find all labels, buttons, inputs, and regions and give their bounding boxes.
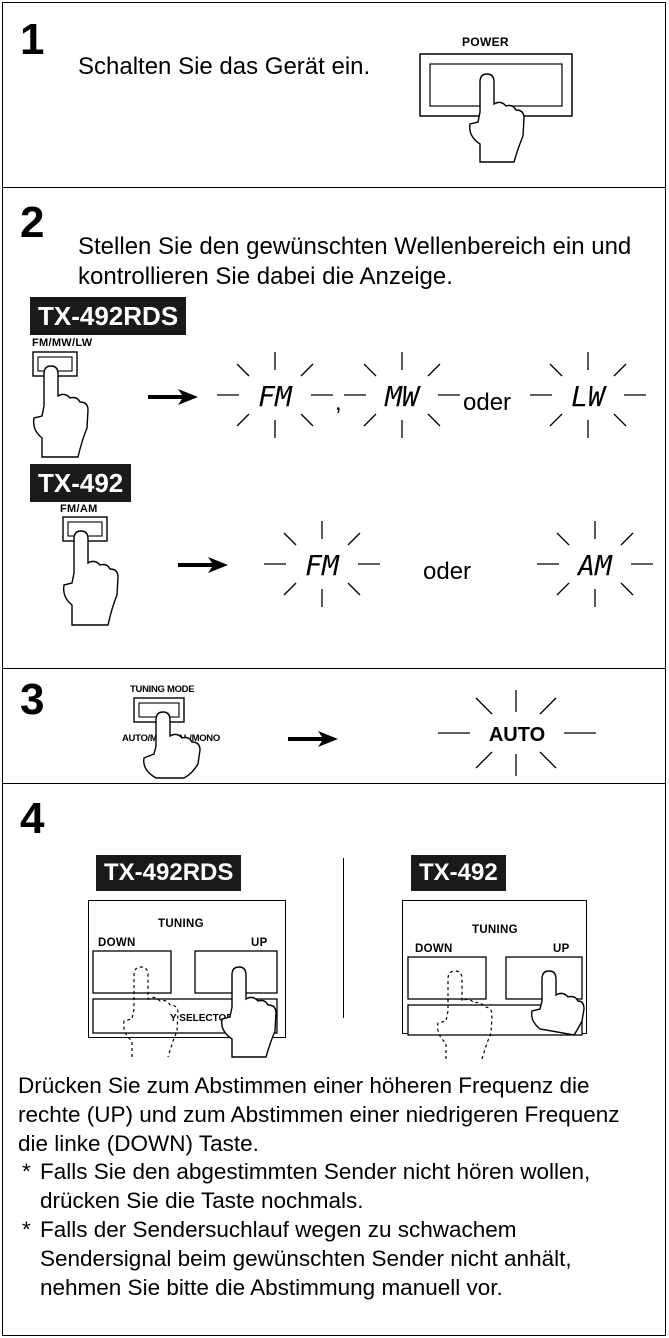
down-button-b	[407, 956, 487, 1000]
tuning-mode-label: TUNING MODE	[130, 684, 195, 695]
power-label: POWER	[462, 35, 509, 49]
tuning-panel-a	[88, 900, 286, 1038]
hand-pointer-icon	[469, 73, 525, 163]
note-1-line1: Falls Sie den abgestimmten Sender nicht …	[40, 1159, 591, 1184]
arrow-right-icon	[148, 389, 198, 405]
tuning-label-b: TUNING	[472, 924, 518, 936]
tuning-label-a: TUNING	[158, 918, 204, 930]
up-label-b: UP	[553, 943, 570, 955]
display-fm-blink: FM	[217, 352, 333, 438]
display-lw-blink: LW	[530, 352, 646, 438]
model-badge-tx492rds-step4: TX-492RDS	[96, 855, 242, 891]
hand-pointer-icon	[143, 711, 201, 779]
hand-pointer-icon	[32, 365, 89, 458]
hand-dashed-icon	[437, 970, 493, 1060]
step-3-number: 3	[20, 675, 45, 724]
model-badge-tx492-step4: TX-492	[411, 855, 506, 891]
tuning-buttons-b	[407, 956, 585, 1060]
note-star: *	[22, 1159, 31, 1184]
step-2-text-line2: kontrollieren Sie dabei die Anzeige.	[78, 263, 453, 290]
step-2-text-line1: Stellen Sie den gewünschten Wellenbereic…	[78, 233, 632, 260]
note-2-cont-1: Sendersignal beim gewünschten Sender nic…	[22, 1245, 652, 1275]
comma: ,	[335, 389, 342, 416]
step-4-para-line3: die linke (DOWN) Taste.	[18, 1131, 259, 1156]
display-text: FM	[258, 380, 293, 413]
display-text: FM	[305, 549, 340, 582]
note-1-cont: drücken Sie die Taste nochmals.	[22, 1187, 652, 1217]
power-button-illustration	[419, 53, 573, 163]
down-button-a	[92, 950, 172, 994]
down-label-a: DOWN	[98, 937, 136, 949]
note-2-line3: nehmen Sie bitte die Abstimmung manuell …	[40, 1275, 503, 1300]
hand-dashed-icon	[123, 966, 179, 1058]
step-1-number: 1	[20, 15, 45, 64]
column-divider	[343, 858, 344, 1018]
display-auto-blink: AUTO	[438, 690, 596, 776]
divider-1	[2, 187, 666, 188]
step-1-text: Schalten Sie das Gerät ein.	[78, 53, 371, 80]
fm-am-label: FM/AM	[60, 503, 98, 515]
arrow-right-icon	[178, 557, 228, 573]
step-4-para-line1: Drücken Sie zum Abstimmen einer höheren …	[18, 1073, 590, 1098]
display-mw-blink: MW	[344, 352, 460, 438]
note-1-line2: drücken Sie die Taste nochmals.	[40, 1188, 364, 1213]
band-button-illustration-a	[32, 351, 89, 458]
down-label-b: DOWN	[415, 943, 453, 955]
tuning-buttons-a: Y SELECTOR	[92, 950, 278, 1058]
svg-text:Y SELECTOR: Y SELECTOR	[170, 1013, 234, 1024]
up-label-a: UP	[251, 937, 268, 949]
divider-2	[2, 668, 666, 669]
oder-word-b: oder	[423, 558, 472, 585]
oder-word-a: oder	[463, 389, 512, 416]
model-badge-tx492: TX-492	[30, 464, 132, 502]
hand-pointer-icon	[530, 970, 585, 1036]
hand-pointer-icon	[62, 530, 119, 626]
step-4-para-line2: rechte (UP) und zum Abstimmen einer nied…	[18, 1102, 620, 1127]
step-2-number: 2	[20, 198, 45, 247]
note-2-cont-2: nehmen Sie bitte die Abstimmung manuell …	[22, 1274, 652, 1304]
display-text: AUTO	[489, 724, 545, 746]
display-text: LW	[571, 380, 607, 413]
arrow-right-icon	[288, 731, 338, 747]
band-button-illustration-b	[62, 516, 119, 626]
tuning-mode-button-illustration	[133, 697, 201, 779]
display-text: AM	[576, 549, 613, 582]
hand-pointer-icon	[221, 966, 277, 1058]
display-am-blink: AM	[537, 521, 653, 607]
display-text: MW	[384, 380, 421, 413]
display-fm-blink-b: FM	[264, 521, 380, 607]
note-2: * Falls der Sendersuchlauf wegen zu schw…	[22, 1216, 652, 1246]
note-2-line1: Falls der Sendersuchlauf wegen zu schwac…	[40, 1217, 517, 1242]
note-star: *	[22, 1217, 31, 1242]
divider-3	[2, 783, 666, 784]
model-badge-tx492rds: TX-492RDS	[30, 297, 187, 335]
note-2-line2: Sendersignal beim gewünschten Sender nic…	[40, 1246, 572, 1271]
note-1: * Falls Sie den abgestimmten Sender nich…	[22, 1158, 652, 1218]
step-4-number: 4	[20, 794, 45, 843]
fm-mw-lw-label: FM/MW/LW	[32, 337, 93, 349]
